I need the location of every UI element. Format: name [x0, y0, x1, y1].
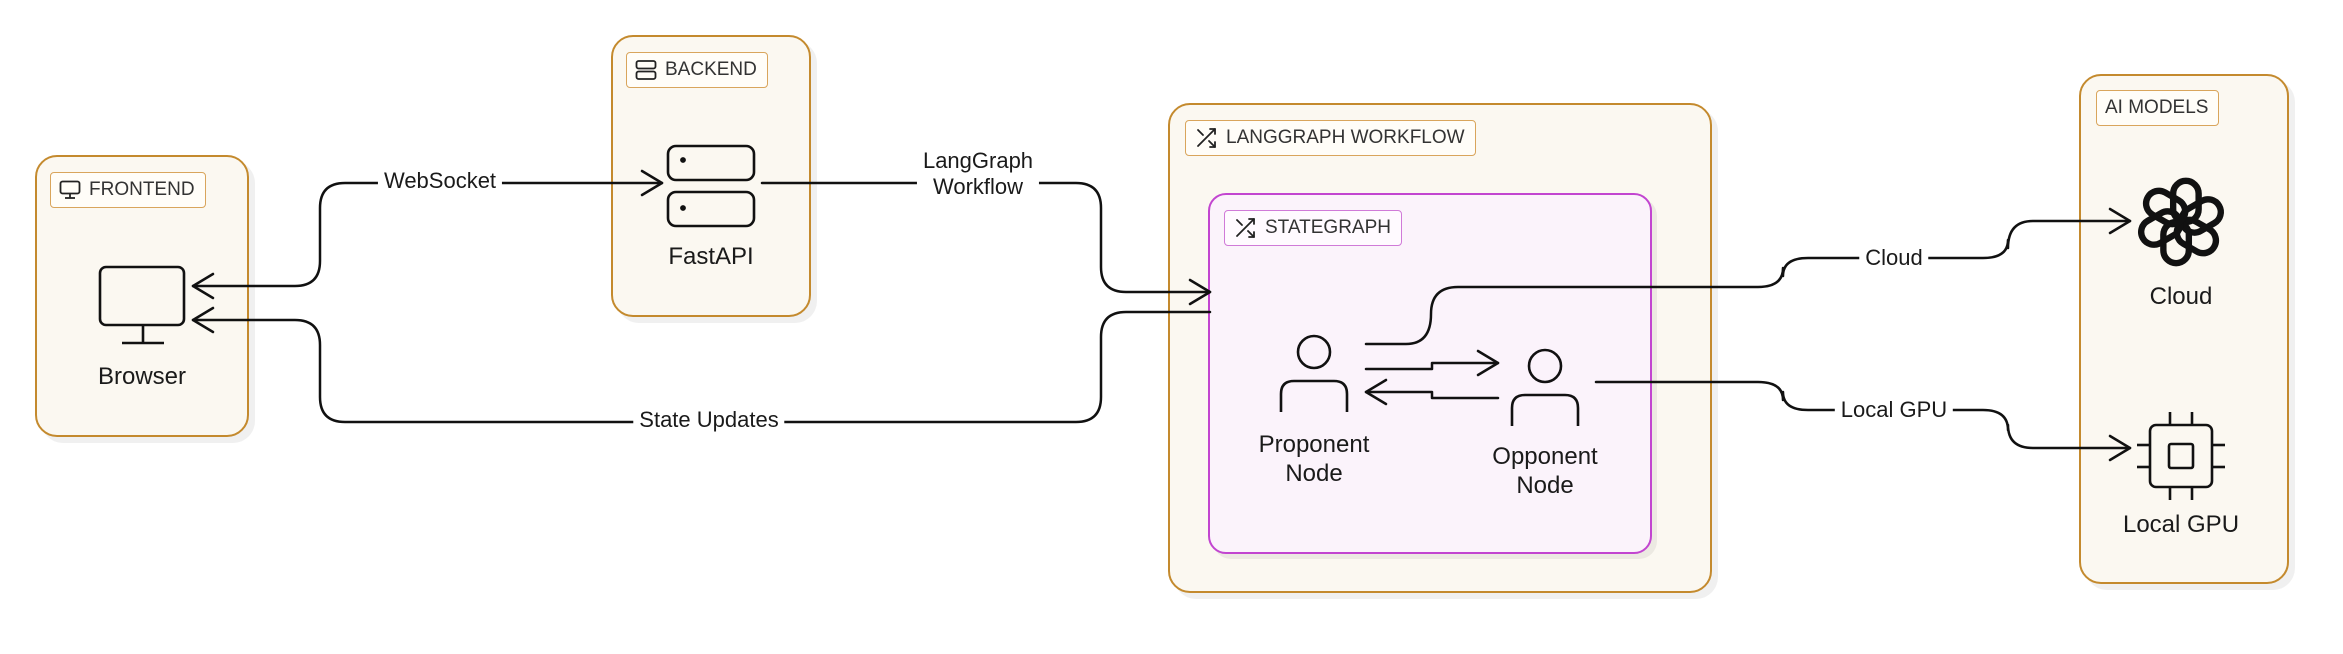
shuffle-icon: [1236, 218, 1255, 238]
langgraph-workflow-tag: LANGGRAPH WORKFLOW: [1185, 120, 1476, 156]
arrowhead: [1188, 278, 1212, 306]
arrowhead: [191, 306, 215, 334]
stategraph-tag: STATEGRAPH: [1224, 210, 1402, 246]
openai-logo-icon: [2132, 177, 2230, 271]
langgraph-workflow-edge: [760, 181, 1212, 294]
langgraph-workflow-tag-label: LANGGRAPH WORKFLOW: [1226, 127, 1465, 148]
langgraph-workflow-label-line: LangGraph: [922, 148, 1034, 173]
user-icon: [1279, 334, 1349, 412]
opponent-label-line: Opponent: [1492, 443, 1598, 470]
stategraph-group: [1208, 193, 1652, 554]
monitor-icon: [98, 265, 186, 345]
langgraph-workflow-edge-label: LangGraph Workflow: [916, 148, 1040, 200]
cpu-icon: [2137, 412, 2225, 500]
ai-models-tag-label: AI MODELS: [2105, 97, 2209, 118]
proponent-label-line: Proponent: [1258, 431, 1370, 458]
shuffle-icon: [1197, 128, 1216, 148]
cloud-edge-label: Cloud: [1859, 245, 1929, 271]
arrowhead: [1476, 349, 1500, 377]
proponent-to-opponent-edge: [1364, 361, 1500, 371]
cloud-node-label: Cloud: [2149, 283, 2213, 310]
opponent-to-proponent-edge: [1364, 390, 1500, 400]
state-updates-edge: [191, 310, 1212, 424]
arrowhead: [2108, 207, 2132, 235]
backend-tag: BACKEND: [626, 52, 768, 88]
local-gpu-edge-label: Local GPU: [1834, 397, 1954, 423]
ai-models-tag: AI MODELS: [2096, 90, 2220, 126]
frontend-tag-label: FRONTEND: [89, 179, 195, 200]
monitor-icon: [59, 180, 81, 199]
arrowhead: [2108, 434, 2132, 462]
server-icon: [635, 60, 657, 80]
opponent-label-line: Node: [1516, 472, 1574, 499]
fastapi-label: FastAPI: [668, 243, 754, 270]
proponent-node-label: Proponent Node: [1244, 430, 1384, 488]
backend-tag-label: BACKEND: [665, 59, 757, 80]
cloud-edge: [1364, 219, 2132, 346]
arrowhead: [1364, 378, 1388, 406]
ai-models-group: [2079, 74, 2289, 584]
langgraph-workflow-label-line: Workflow: [932, 174, 1024, 199]
websocket-edge: [191, 181, 664, 288]
state-updates-edge-label: State Updates: [633, 407, 785, 433]
browser-label: Browser: [97, 363, 187, 390]
arrowhead: [640, 169, 664, 197]
user-icon: [1510, 348, 1580, 426]
stategraph-tag-label: STATEGRAPH: [1265, 217, 1391, 238]
frontend-tag: FRONTEND: [50, 172, 206, 208]
proponent-label-line: Node: [1285, 460, 1343, 487]
local-gpu-node-label: Local GPU: [2122, 511, 2240, 538]
opponent-node-label: Opponent Node: [1475, 442, 1615, 500]
arrowhead: [191, 272, 215, 300]
websocket-edge-label: WebSocket: [377, 168, 503, 194]
server-icon: [666, 144, 756, 228]
